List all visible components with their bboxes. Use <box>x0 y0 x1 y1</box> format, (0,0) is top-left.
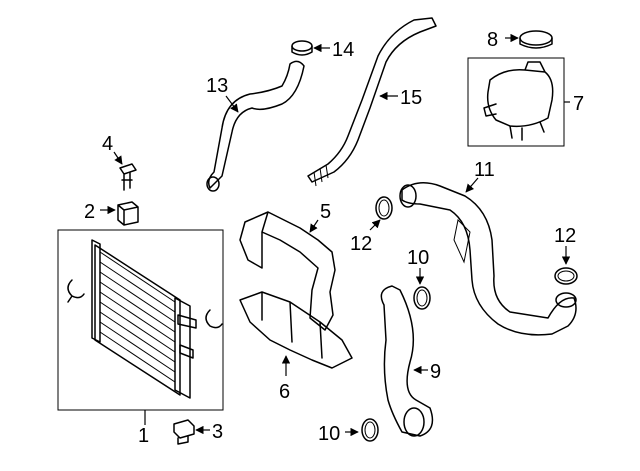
leader-12-left <box>369 219 381 231</box>
callout-9: 9 <box>430 361 441 383</box>
callout-10-upper: 10 <box>407 247 429 269</box>
upper-air-guide <box>239 211 336 331</box>
leader-4 <box>113 151 123 165</box>
hose-clamp-group: 14 <box>291 39 354 61</box>
callout-5: 5 <box>320 201 331 223</box>
drain-plug-group: 3 <box>173 419 223 445</box>
o-ring-12-right-group: 12 <box>554 225 578 285</box>
callout-10-lower: 10 <box>318 423 340 445</box>
o-ring-10-upper-group: 10 <box>407 247 431 310</box>
o-ring-10-lower-group: 10 <box>318 418 379 445</box>
callout-11: 11 <box>474 159 495 181</box>
upper-radiator-hose <box>401 182 577 336</box>
heater-hose-group: 15 <box>307 17 437 187</box>
callout-2: 2 <box>84 201 95 223</box>
reservoir-cap-group: 8 <box>487 29 553 51</box>
reservoir-group: 7 <box>467 57 584 147</box>
o-ring-12-right <box>554 267 578 285</box>
lower-air-guide <box>239 291 353 369</box>
radiator-mount-group: 2 <box>84 201 139 226</box>
o-ring-lower <box>361 418 379 442</box>
o-ring-upper <box>413 286 431 310</box>
radiator-clip-right <box>205 309 223 329</box>
radiator-mount <box>117 201 139 226</box>
o-ring-12-left <box>375 196 393 220</box>
callout-14: 14 <box>332 39 354 61</box>
callout-4: 4 <box>102 133 113 155</box>
callout-6: 6 <box>279 381 290 403</box>
callout-1: 1 <box>138 425 149 447</box>
retaining-clip-group: 4 <box>102 133 137 191</box>
leader-5 <box>309 219 319 233</box>
radiator-clip-left <box>67 279 85 303</box>
drain-plug <box>173 419 195 445</box>
radiator-group: 1 <box>57 229 224 447</box>
radiator <box>91 239 197 399</box>
heater-hose <box>307 17 437 183</box>
upper-hose-group: 11 <box>399 159 577 336</box>
coolant-reservoir <box>483 61 554 141</box>
lower-air-guide-group: 6 <box>239 291 353 403</box>
radiator-box <box>57 229 224 411</box>
bypass-hose <box>207 60 305 189</box>
callout-15: 15 <box>400 87 422 109</box>
reservoir-box <box>467 57 565 147</box>
hose-clamp <box>291 40 313 52</box>
callout-13: 13 <box>206 75 228 97</box>
callout-12-left: 12 <box>350 233 372 255</box>
bypass-hose-group: 13 <box>206 60 305 192</box>
callout-12-right: 12 <box>554 225 576 247</box>
lower-hose-group: 9 <box>380 285 441 437</box>
callout-7: 7 <box>573 93 584 115</box>
lower-radiator-hose <box>380 285 434 437</box>
callout-3: 3 <box>212 421 223 443</box>
leader-13 <box>225 95 239 113</box>
upper-air-guide-group: 5 <box>239 201 336 331</box>
callout-8: 8 <box>487 29 498 51</box>
o-ring-12-left-group: 12 <box>350 196 393 255</box>
leader-11 <box>465 177 479 193</box>
retaining-clip <box>119 163 137 191</box>
reservoir-cap <box>519 30 553 46</box>
